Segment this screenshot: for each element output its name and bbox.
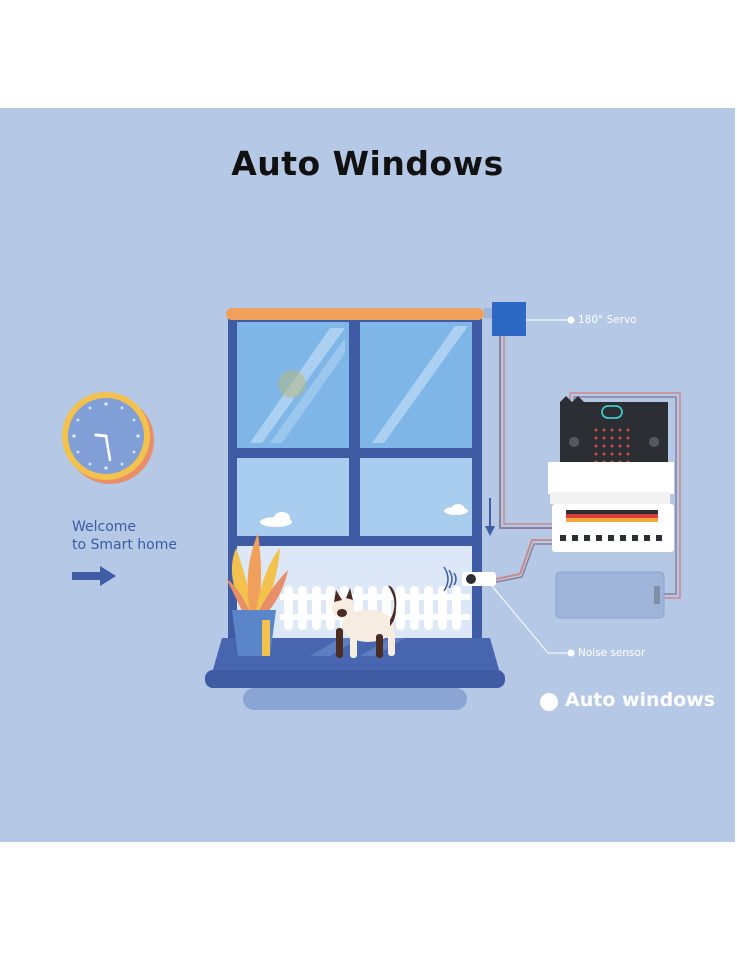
scene-illustration: [62, 302, 681, 710]
mode-dot-icon: [540, 693, 558, 711]
noise-sensor-icon: [443, 539, 552, 592]
cat-icon: [332, 585, 397, 658]
welcome-text: Welcome to Smart home: [72, 518, 177, 554]
welcome-line-2: to Smart home: [72, 537, 177, 553]
mode-label: Auto windows: [565, 689, 716, 711]
curtain-rod: [226, 308, 484, 320]
plant-icon: [226, 533, 288, 656]
noise-sensor-label: Noise sensor: [578, 647, 646, 659]
page-title: Auto Windows: [231, 144, 504, 183]
arrow-right-icon: [72, 566, 116, 586]
scene-background: Auto Windows Welcome to Smart home 180° …: [0, 108, 735, 842]
welcome-line-1: Welcome: [72, 519, 137, 535]
microbit-board: [548, 396, 674, 552]
servo-label: 180° Servo: [578, 314, 637, 326]
clock-icon: [62, 392, 154, 484]
servo-icon: [484, 302, 552, 529]
noise-callout-line: [491, 585, 549, 654]
noise-callout-dot: [567, 649, 575, 657]
battery-pack: [555, 392, 681, 619]
floor-shadow: [243, 688, 467, 710]
servo-callout-dot: [567, 316, 575, 324]
window: [205, 312, 505, 688]
